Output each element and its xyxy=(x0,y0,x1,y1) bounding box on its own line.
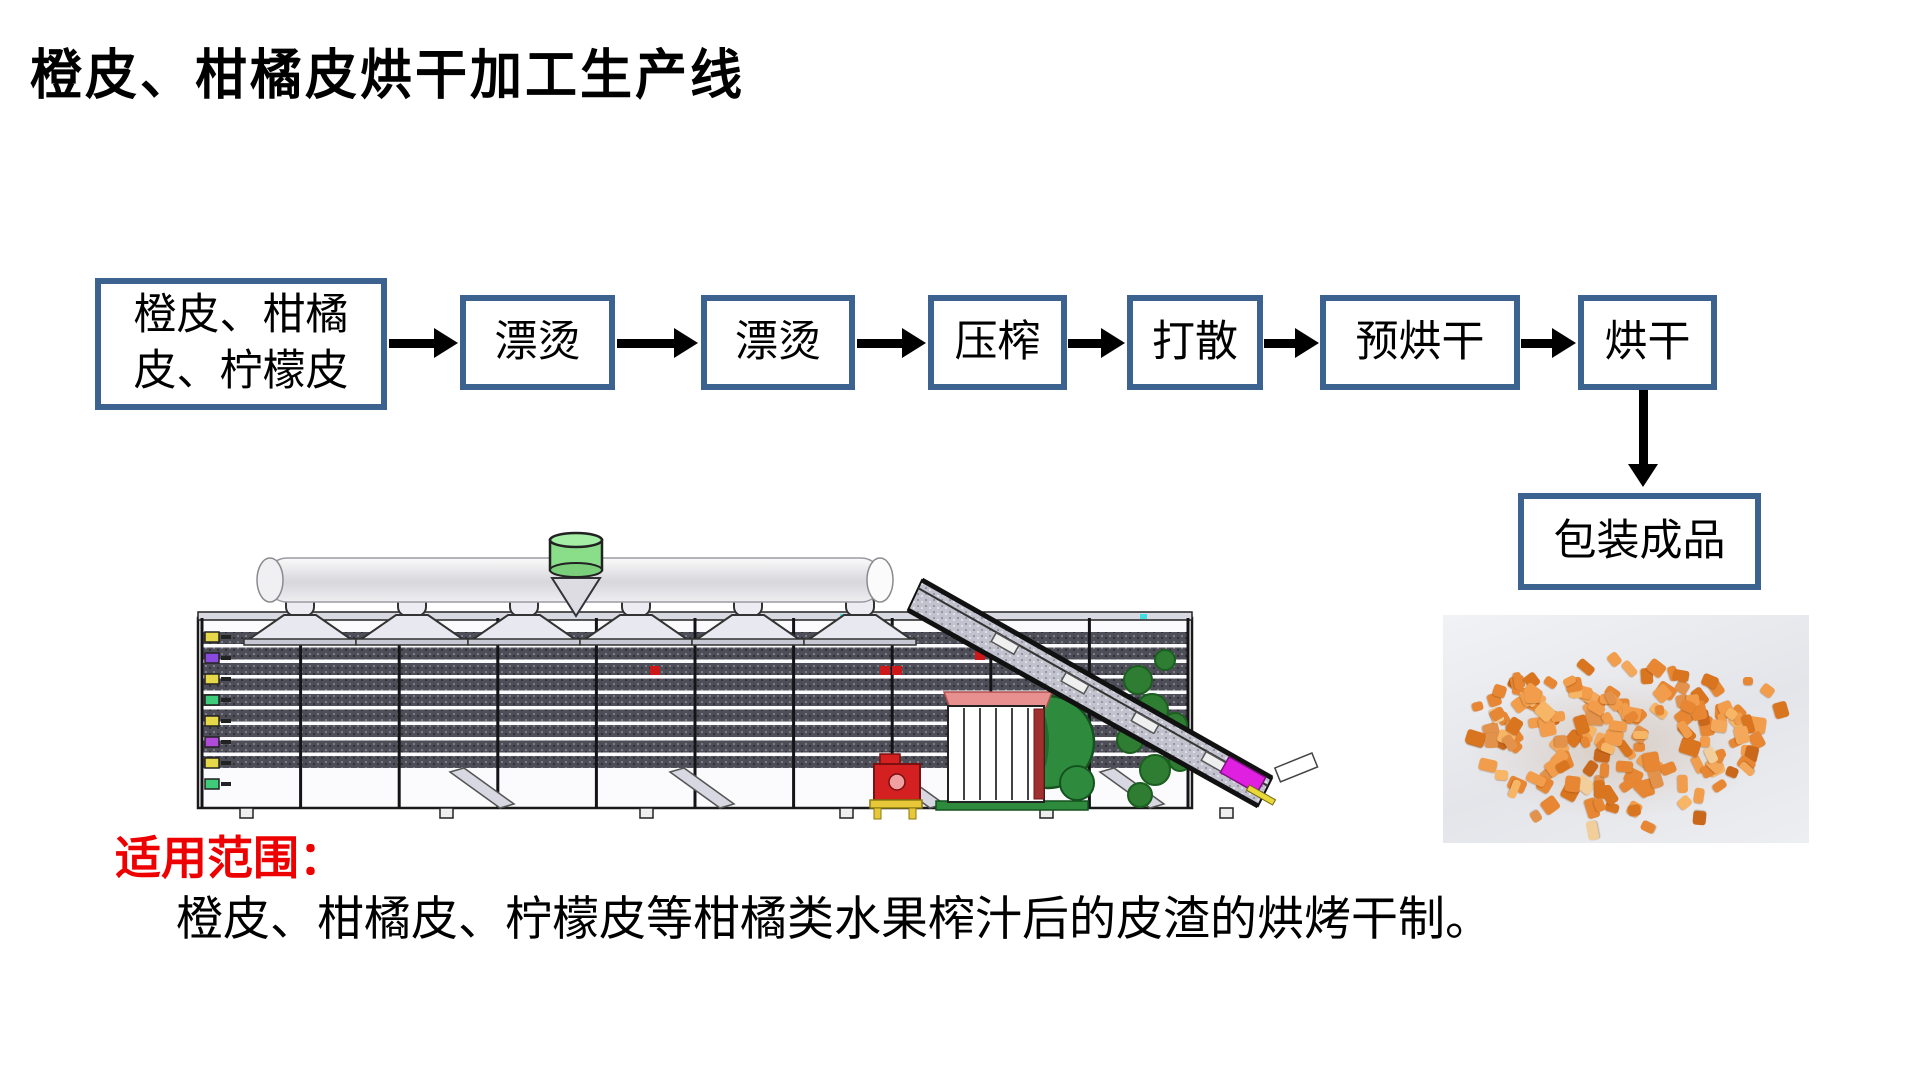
flow-node-label: 预烘干 xyxy=(1355,318,1485,366)
peel-piece xyxy=(1633,730,1648,740)
peel-piece xyxy=(1700,735,1711,748)
peel-piece xyxy=(1634,742,1646,753)
peel-piece xyxy=(1524,687,1540,703)
application-scope-heading: 适用范围： xyxy=(115,833,345,884)
flow-node-blanching-1: 漂烫 xyxy=(460,295,615,390)
application-scope-body: 橙皮、柑橘皮、柠檬皮等柑橘类水果榨汁后的皮渣的烘烤干制。 xyxy=(176,894,1492,946)
flow-node-pressing: 压榨 xyxy=(928,295,1067,390)
page-title: 橙皮、柑橘皮烘干加工生产线 xyxy=(30,43,746,108)
peel-piece xyxy=(1484,732,1498,749)
peel-piece xyxy=(1743,677,1753,685)
flow-node-label: 橙皮、柑橘 皮、柠檬皮 xyxy=(133,292,349,395)
dryer-machine-illustration xyxy=(196,531,1319,820)
flow-node-scattering: 打散 xyxy=(1127,295,1263,390)
peel-piece xyxy=(1494,769,1509,780)
flow-node-label: 漂烫 xyxy=(494,318,581,366)
discharge-conveyor xyxy=(906,577,1319,809)
motor xyxy=(869,753,923,820)
flow-node-raw-material: 橙皮、柑橘 皮、柠檬皮 xyxy=(95,278,387,410)
panel-box xyxy=(942,691,1054,803)
peel-piece xyxy=(1554,735,1568,748)
peel-piece xyxy=(1615,760,1633,773)
flow-node-blanching-2: 漂烫 xyxy=(701,295,855,390)
peel-piece xyxy=(1564,774,1582,793)
flow-node-packaging: 包装成品 xyxy=(1518,493,1761,590)
dried-citrus-peel-photo xyxy=(1443,615,1809,843)
flow-arrow-right-icon xyxy=(389,328,458,358)
peel-piece xyxy=(1678,774,1689,793)
peel-piece xyxy=(1654,704,1665,716)
peel-piece xyxy=(1692,810,1707,826)
flow-node-label: 烘干 xyxy=(1604,318,1691,366)
flow-arrow-right-icon xyxy=(1521,328,1576,358)
flow-arrow-right-icon xyxy=(1264,328,1319,358)
flow-node-pre-drying: 预烘干 xyxy=(1320,295,1520,390)
flow-arrow-right-icon xyxy=(857,328,926,358)
peel-piece xyxy=(1642,751,1662,773)
peel-piece xyxy=(1599,763,1610,778)
flow-node-label: 包装成品 xyxy=(1553,517,1726,565)
flow-arrow-right-icon xyxy=(617,328,698,358)
flow-arrow-right-icon xyxy=(1068,328,1125,358)
flow-node-label: 压榨 xyxy=(954,318,1041,366)
peel-piece xyxy=(1626,804,1641,817)
feed-hopper xyxy=(548,531,604,618)
flow-node-label: 打散 xyxy=(1152,318,1238,366)
peel-piece xyxy=(1593,780,1606,799)
flow-node-drying: 烘干 xyxy=(1578,295,1717,390)
flow-node-label: 漂烫 xyxy=(735,318,821,366)
flow-arrow-down-icon xyxy=(1628,390,1658,487)
